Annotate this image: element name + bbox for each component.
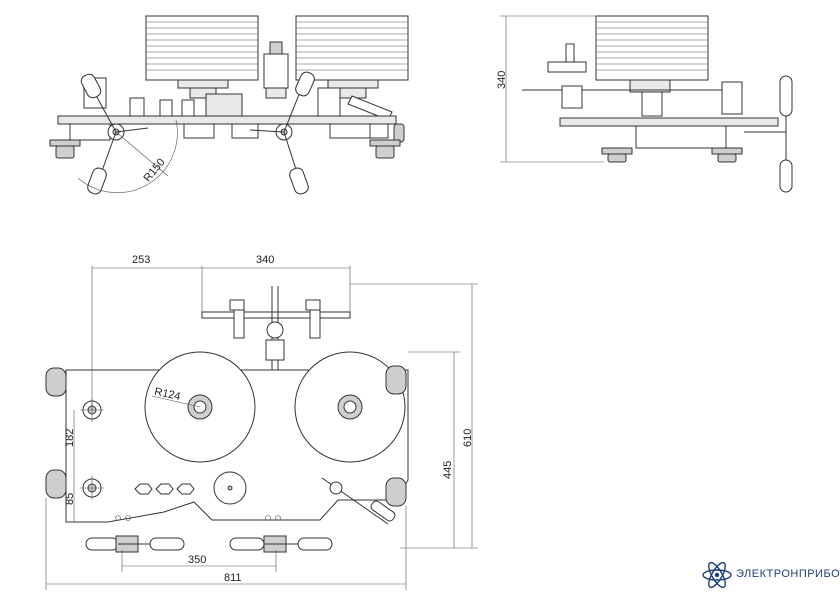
front-right-reel-stack	[295, 15, 409, 99]
front-right-handwheel	[249, 71, 315, 195]
radius-arc-150	[77, 119, 178, 194]
plan-handle-left	[85, 535, 185, 553]
dimension-340-plan: 340	[256, 254, 274, 266]
plan-fitting-lower	[80, 476, 104, 500]
dimension-253: 253	[132, 254, 150, 266]
brand-logo: ЭЛЕКТРОНПРИБОР	[700, 560, 840, 590]
plan-view: R124	[45, 254, 478, 590]
dimension-85: 85	[64, 493, 76, 505]
dimension-350: 350	[188, 554, 206, 566]
dimension-340-side: 340	[496, 71, 508, 89]
side-view: 340	[496, 15, 793, 193]
plan-handle-right	[229, 535, 333, 553]
dimension-811: 811	[224, 572, 242, 584]
plan-right-reel	[294, 351, 406, 463]
brand-name: ЭЛЕКТРОНПРИБОР	[736, 568, 840, 580]
front-left-reel-stack	[145, 15, 259, 99]
front-view: R150	[49, 15, 409, 195]
dimension-182: 182	[64, 429, 76, 447]
dimension-445: 445	[442, 461, 454, 479]
atom-logo-icon	[702, 561, 732, 589]
dimension-610: 610	[462, 429, 474, 447]
dimension-r124: R124	[153, 386, 181, 403]
